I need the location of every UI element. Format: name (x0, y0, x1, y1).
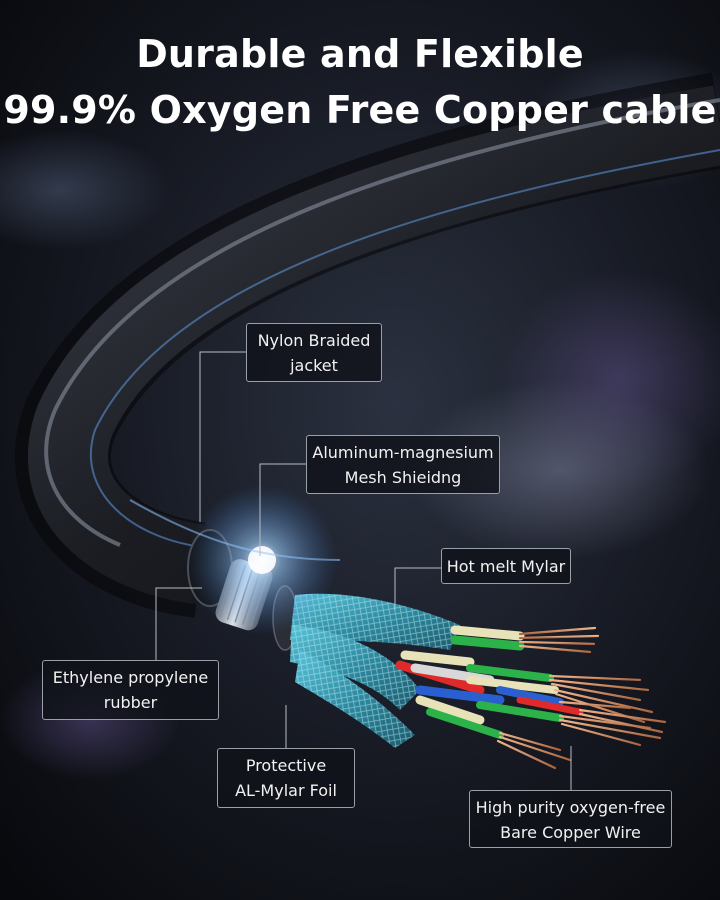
callout-hotmelt-line-1: Hot melt Mylar (446, 557, 566, 576)
callout-nylon-line-2: jacket (290, 356, 338, 375)
callout-protective-line-2: AL-Mylar Foil (235, 781, 337, 800)
callout-nylon-braided-jacket: Nylon Braided jacket (246, 323, 382, 382)
callout-nylon-line-1: Nylon Braided (257, 331, 371, 350)
callout-aluminum-line-2: Mesh Shieidng (344, 468, 462, 487)
callout-ethylene-line-1: Ethylene propylene (52, 668, 209, 687)
callout-protective-al-mylar-foil: Protective AL-Mylar Foil (217, 748, 355, 808)
callout-protective-line-1: Protective (245, 756, 327, 775)
callout-hot-melt-mylar: Hot melt Mylar (441, 548, 571, 584)
headline: Durable and Flexible 99.9% Oxygen Free C… (0, 26, 720, 138)
headline-line-1: Durable and Flexible (136, 32, 584, 76)
callout-ethylene-line-2: rubber (103, 693, 158, 712)
callout-copper-line-1: High purity oxygen-free (475, 798, 666, 817)
callout-bare-copper-wire: High purity oxygen-free Bare Copper Wire (469, 790, 672, 848)
callout-aluminum-magnesium-mesh: Aluminum-magnesium Mesh Shieidng (306, 435, 500, 494)
callout-ethylene-propylene-rubber: Ethylene propylene rubber (42, 660, 219, 720)
callout-copper-line-2: Bare Copper Wire (500, 823, 641, 842)
callout-aluminum-line-1: Aluminum-magnesium (312, 443, 494, 462)
headline-line-2: 99.9% Oxygen Free Copper cable (3, 88, 717, 132)
